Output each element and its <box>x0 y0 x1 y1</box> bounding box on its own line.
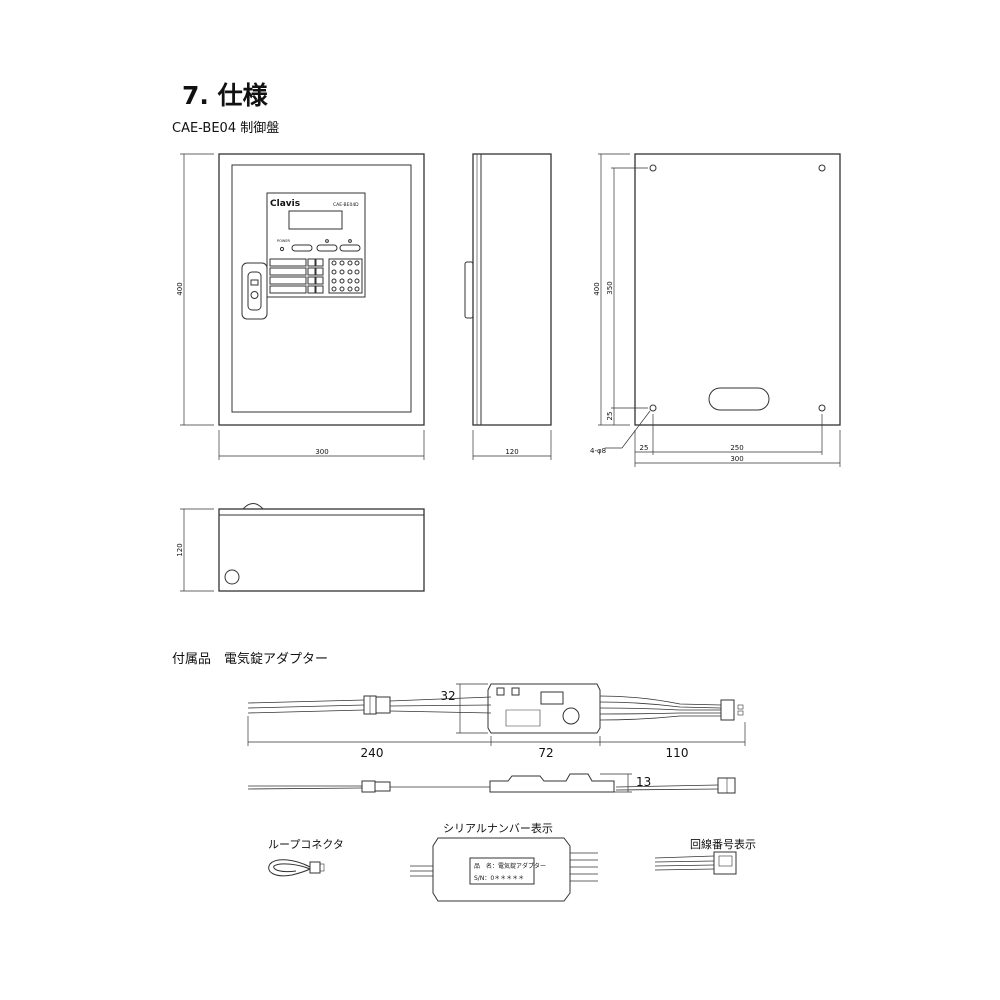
side-cabinet-outline <box>472 153 552 426</box>
adapter-right-length-dim: 110 <box>666 746 689 760</box>
loop-connector-illustration <box>268 859 325 877</box>
side-wires <box>247 784 719 791</box>
mount-hole-icon <box>649 164 657 172</box>
brand-logo: Clavis <box>270 199 300 209</box>
adapter-height-dim: 32 <box>440 689 455 703</box>
adapter-top-view: 32 240 72 110 <box>247 683 746 760</box>
cable-knockout <box>708 387 770 411</box>
rear-dimensions <box>598 153 841 467</box>
adapter-body <box>487 683 601 734</box>
rear-view: 400 350 25 25 250 300 4-φ8 <box>590 153 841 467</box>
thickness-dimension <box>600 773 632 793</box>
front-width-dim: 300 <box>315 448 328 456</box>
power-led-icon <box>279 246 285 252</box>
line-number-caption: 回線番号表示 <box>690 838 756 851</box>
function-key <box>291 244 313 252</box>
bottom-cabinet-outline <box>218 508 425 592</box>
serial-illustration <box>410 837 598 902</box>
loop-plug <box>309 861 321 874</box>
rear-edge-v-dim: 25 <box>606 412 614 421</box>
front-cabinet-outline <box>218 153 425 426</box>
front-dimensions <box>180 153 425 460</box>
adapter-dimensions <box>247 683 746 746</box>
line-number-connector <box>713 851 737 875</box>
lock-icon <box>250 279 259 286</box>
rear-hole-spacing-v-dim: 350 <box>606 281 614 294</box>
section-title: 7. 仕様 <box>182 81 268 110</box>
bottom-dimensions <box>180 508 214 592</box>
key-cylinder-icon <box>250 291 259 299</box>
side-dimensions <box>472 430 552 460</box>
handle-grip <box>247 271 262 311</box>
handle-top-profile <box>242 503 264 510</box>
terminal-connector <box>720 699 735 721</box>
connector-female <box>375 696 391 714</box>
front-height-dim: 400 <box>176 282 184 295</box>
hole-spec-label: 4-φ8 <box>590 447 606 455</box>
mount-hole-icon <box>818 404 826 412</box>
left-wires <box>247 696 492 714</box>
bottom-view: 120 <box>176 503 425 592</box>
serial-label-plate <box>469 857 535 885</box>
adapter-body-serial <box>432 837 571 902</box>
right-wires <box>599 695 722 721</box>
side-terminal <box>717 777 736 794</box>
front-door-frame <box>231 164 412 413</box>
line-number-label <box>718 855 733 867</box>
cable-hole-icon <box>224 569 240 585</box>
model-label: CAE-BE04D <box>333 202 359 208</box>
side-connector <box>361 780 376 793</box>
adapter-side-body <box>489 773 615 793</box>
mount-hole-icon <box>649 404 657 412</box>
product-label: CAE-BE04 制御盤 <box>172 121 280 136</box>
mount-hole-icon <box>818 164 826 172</box>
key-rows <box>269 258 363 294</box>
rear-width-dim: 300 <box>730 455 743 463</box>
door-handle <box>241 262 268 320</box>
lcd-display <box>288 210 343 230</box>
side-depth-dim: 120 <box>505 448 518 456</box>
function-key <box>316 244 338 252</box>
status-led-icon <box>325 239 329 243</box>
loop-connector-caption: ループコネクタ <box>268 838 344 851</box>
control-panel <box>266 192 366 298</box>
rear-edge-h-dim: 25 <box>640 444 649 452</box>
side-handle <box>464 261 474 319</box>
status-led-icon <box>348 239 352 243</box>
front-view: Clavis CAE-BE04D POWER <box>176 153 425 460</box>
adapter-body-length-dim: 72 <box>538 746 553 760</box>
component-icon <box>562 707 580 725</box>
line-number-illustration <box>654 851 737 875</box>
side-view: 120 <box>464 153 552 460</box>
function-key <box>339 244 361 252</box>
bottom-depth-dim: 120 <box>176 543 184 556</box>
rear-hole-spacing-h-dim: 250 <box>730 444 743 452</box>
rear-height-dim: 400 <box>593 282 601 295</box>
adapter-left-length-dim: 240 <box>361 746 384 760</box>
power-label: POWER <box>277 239 291 243</box>
adapter-thickness-dim: 13 <box>636 775 651 789</box>
accessories-title: 付属品 電気錠アダプター <box>172 652 329 667</box>
adapter-side-view: 13 <box>247 773 736 794</box>
label-product-name: 品 名：電気錠アダプター <box>474 863 547 870</box>
label-serial-number: S/N：0＊＊＊＊＊ <box>474 875 525 882</box>
rear-cabinet-outline <box>634 153 841 426</box>
serial-number-caption: シリアルナンバー表示 <box>443 822 553 835</box>
